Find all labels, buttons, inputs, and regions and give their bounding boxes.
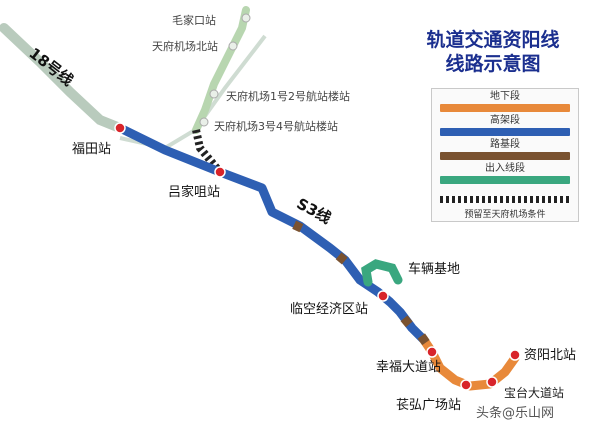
station-marker-xingfu [426, 346, 438, 358]
legend-swatch-access [440, 176, 570, 184]
station-label-maojiakou: 毛家口站 [172, 14, 216, 27]
station-marker-airport-north [228, 41, 238, 51]
station-label-lvjiaju: 吕家咀站 [168, 185, 221, 200]
station-label-baotai: 宝台大道站 [504, 386, 565, 400]
station-label-xingfu: 幸福大道站 [376, 360, 442, 375]
station-label-airport-t12: 天府机场1号2号航站楼站 [226, 90, 350, 103]
legend-swatch-elevated [440, 128, 570, 136]
map-title-line2: 线路示意图 [445, 53, 541, 75]
legend: 地下段 高架段 路基段 出入线段 预留至天府机场条件 [431, 88, 579, 222]
station-marker-ziyang-north [509, 349, 521, 361]
legend-label-access: 出入线段 [485, 163, 525, 174]
legend-item-reserved: 预留至天府机场条件 [440, 185, 570, 220]
legend-swatch-underground [440, 104, 570, 112]
station-label-airport-t34: 天府机场3号4号航站楼站 [214, 120, 338, 133]
watermark: 头条@乐山网 [476, 406, 555, 421]
legend-item-elevated: 高架段 [440, 115, 570, 137]
embankment-marker [335, 252, 348, 265]
station-marker-airport-t12 [209, 89, 219, 99]
station-label-airport-north: 天府机场北站 [152, 40, 218, 53]
legend-swatch-embankment [440, 152, 570, 160]
line-18-airport-track [192, 6, 250, 134]
station-label-ziyang-north: 资阳北站 [524, 348, 577, 363]
legend-item-access: 出入线段 [440, 163, 570, 185]
station-marker-baotai [486, 376, 498, 388]
station-label-chonghong: 苌弘广场站 [396, 398, 462, 413]
station-label-linkong: 临空经济区站 [290, 302, 369, 317]
s3-line-track [115, 123, 429, 345]
embankment-marker [400, 315, 413, 328]
reserved-extension-track [192, 129, 224, 175]
map-title: 轨道交通资阳线 线路示意图 [398, 28, 588, 76]
legend-swatch-reserved [440, 196, 570, 203]
station-marker-airport-t34 [199, 117, 209, 127]
embankment-marker [417, 333, 430, 346]
line-18-track [0, 23, 125, 133]
station-label-depot: 车辆基地 [408, 262, 461, 277]
legend-item-embankment: 路基段 [440, 139, 570, 161]
legend-label-embankment: 路基段 [490, 139, 520, 150]
map-title-line1: 轨道交通资阳线 [426, 29, 560, 51]
station-marker-maojiakou [241, 13, 251, 23]
legend-item-underground: 地下段 [440, 91, 570, 113]
depot-access-track [361, 259, 403, 287]
embankment-marker [292, 220, 304, 233]
station-marker-chonghong [460, 379, 472, 391]
legend-label-reserved: 预留至天府机场条件 [464, 210, 546, 220]
station-marker-futian [114, 122, 126, 134]
legend-label-underground: 地下段 [490, 91, 520, 102]
station-marker-lvjiaju [214, 166, 226, 178]
station-label-futian: 福田站 [72, 142, 112, 157]
legend-label-elevated: 高架段 [490, 115, 520, 126]
station-marker-linkong [377, 290, 389, 302]
